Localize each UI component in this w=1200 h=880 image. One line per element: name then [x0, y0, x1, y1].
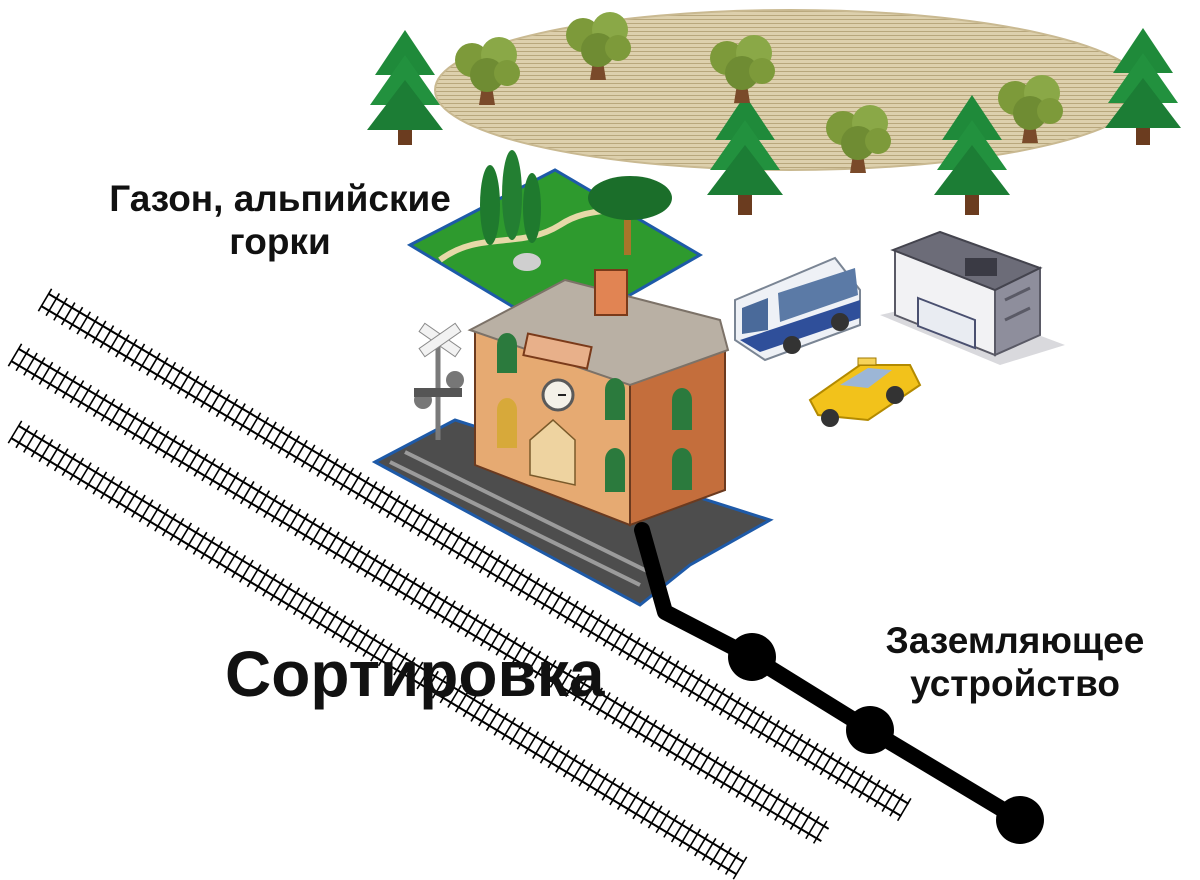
lawn-label-line1: Газон, альпийские [109, 178, 451, 219]
conifer-tree-icon [1105, 28, 1181, 145]
deciduous-tree-icon [455, 37, 520, 105]
sorting-yard-label: Сортировка [225, 638, 605, 710]
grounding-electrode [996, 796, 1044, 844]
railway-track-icon [7, 288, 912, 880]
grounding-line-icon [634, 522, 1044, 844]
deciduous-tree-icon [998, 75, 1063, 143]
bus-icon [734, 256, 861, 362]
lawn-label: Газон, альпийские горки [80, 178, 480, 263]
taxi-icon [808, 357, 922, 427]
conifer-tree-icon [934, 95, 1010, 215]
grounding-electrode [846, 706, 894, 754]
conifer-tree-icon [707, 95, 783, 215]
deciduous-tree-icon [566, 12, 631, 80]
deciduous-tree-icon [826, 105, 891, 173]
grounding-label: Заземляющее устройство [855, 620, 1175, 705]
garage-icon [880, 230, 1065, 365]
grounding-electrode [728, 633, 776, 681]
railway-station-icon [371, 269, 774, 607]
grounding-label-line2: устройство [910, 662, 1120, 704]
railroad-crossing-icon [414, 322, 464, 440]
conifer-tree-icon [367, 30, 443, 145]
lawn-label-line2: горки [229, 220, 331, 262]
grounding-label-line1: Заземляющее [885, 620, 1145, 661]
deciduous-tree-icon [710, 35, 775, 103]
